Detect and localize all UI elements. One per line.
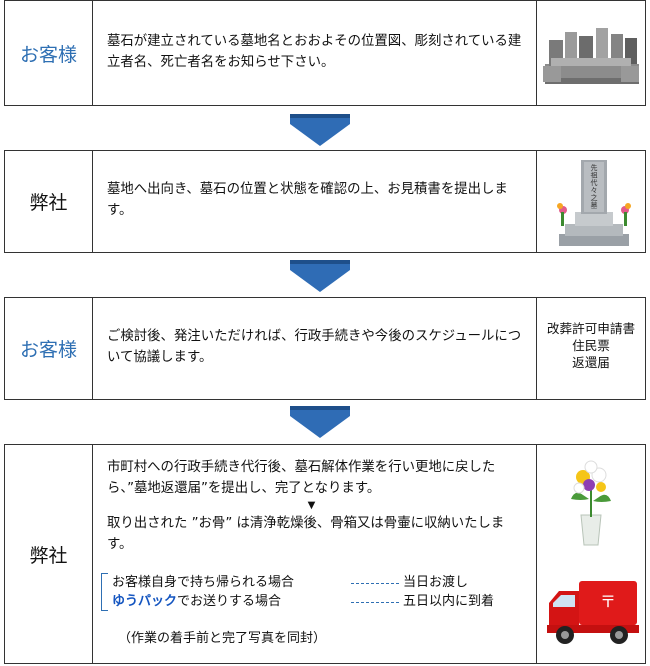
required-documents: 改葬許可申請書 住民票 返還届 [537,298,645,399]
option-2-label: ゆうパックでお送りする場合 [112,593,281,610]
step-1-description: 墓石が建立されている墓地名とおおよその位置図、彫刻されている建立者名、死亡者名を… [93,1,537,105]
gravestone-inscription: 先祖代々之墓 [591,163,598,210]
step-4-actor: 弊社 [5,445,93,663]
step-3-actor: お客様 [5,298,93,399]
step-4-illustrations: 〒 [537,445,645,663]
option-1-label: お客様自身で持ち帰られる場合 [112,575,295,590]
step-2-box: 弊社 墓地へ出向き、墓石の位置と状態を確認の上、お見積書を提出します。 先祖代々… [4,150,646,253]
step-1-actor: お客様 [5,1,93,105]
document-item: 改葬許可申請書 [546,321,636,336]
flower-vase-icon [571,460,611,546]
step-4-box: 弊社 市町村への行政手続き代行後、墓石解体作業を行い更地に戻したら、”墓地返還届… [4,444,646,664]
down-arrow-icon [290,114,350,146]
gravestone-icon: 先祖代々之墓 [537,151,645,252]
down-arrow-icon [290,406,350,438]
step-1-box: お客様 墓石が建立されている墓地名とおおよその位置図、彫刻されている建立者名、死… [4,0,646,106]
yu-pack-brand: ゆうパック [112,594,178,609]
document-item: 返還届 [572,355,610,370]
small-down-triangle-icon: ▼ [307,500,316,511]
option-1-result: 当日お渡し [403,575,469,590]
step-3-box: お客様 ご検討後、発注いただければ、行政手続きや今後のスケジュールについて協議し… [4,297,646,400]
gravestone-group-icon [537,1,645,105]
step-2-description: 墓地へ出向き、墓石の位置と状態を確認の上、お見積書を提出します。 [93,151,537,252]
option-2-label-rest: でお送りする場合 [177,594,282,609]
step-4-description: 市町村への行政手続き代行後、墓石解体作業を行い更地に戻したら、”墓地返還届”を提… [93,445,537,663]
red-delivery-truck-icon: 〒 [547,581,639,644]
document-item: 住民票 [572,338,610,353]
step-4-text-1: 市町村への行政手続き代行後、墓石解体作業を行い更地に戻したら、”墓地返還届”を提… [107,460,496,496]
svg-text:〒: 〒 [600,592,616,611]
step-2-actor: 弊社 [5,151,93,252]
step-4-text-2: 取り出された ”お骨” は清浄乾燥後、骨箱又は骨壷に収納いたします。 [107,516,505,552]
photo-note: （作業の着手前と完了写真を同封） [118,631,327,646]
return-options-bracket [101,573,108,611]
option-2-connector [351,602,399,603]
down-arrow-icon [290,260,350,292]
step-3-description: ご検討後、発注いただければ、行政手続きや今後のスケジュールについて協議します。 [93,298,537,399]
option-1-connector [351,583,399,584]
option-2-result: 五日以内に到着 [403,594,495,609]
